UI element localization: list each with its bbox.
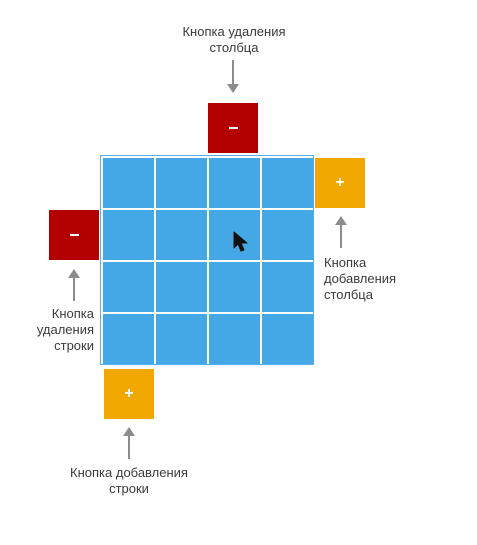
plus-icon: + (124, 385, 134, 402)
arrow-up-icon (335, 216, 347, 248)
remove-row-button[interactable] (49, 210, 99, 260)
remove-column-button[interactable] (208, 103, 258, 153)
table-cell[interactable] (262, 262, 313, 312)
table-cell[interactable] (156, 210, 207, 260)
table-cell[interactable] (209, 314, 260, 364)
table-cell[interactable] (103, 158, 154, 208)
remove-column-label: Кнопка удаления столбца (182, 24, 286, 55)
add-column-label: Кнопка добавления столбца (324, 255, 397, 302)
add-row-button[interactable]: + (104, 369, 154, 419)
table-cell[interactable] (262, 314, 313, 364)
add-column-button[interactable]: + (315, 158, 365, 208)
remove-row-label: Кнопка удаления строки (36, 306, 94, 353)
arrow-up-icon (68, 269, 80, 301)
table-cell[interactable] (156, 158, 207, 208)
mouse-cursor-icon (233, 231, 248, 252)
table-cell[interactable] (209, 262, 260, 312)
add-row-label: Кнопка добавления строки (70, 465, 188, 496)
table-cells (103, 158, 313, 364)
table-cell[interactable] (103, 314, 154, 364)
table-cell[interactable] (103, 262, 154, 312)
table-cell[interactable] (156, 314, 207, 364)
table-cell[interactable] (156, 262, 207, 312)
arrow-up-icon (123, 427, 135, 459)
arrow-down-icon (227, 60, 239, 93)
table-grid (100, 155, 314, 365)
table-cell[interactable] (209, 158, 260, 208)
plus-icon: + (335, 174, 345, 191)
table-cell[interactable] (103, 210, 154, 260)
minus-icon (69, 234, 79, 236)
table-cell[interactable] (262, 210, 313, 260)
table-cell[interactable] (262, 158, 313, 208)
minus-icon (228, 127, 238, 129)
